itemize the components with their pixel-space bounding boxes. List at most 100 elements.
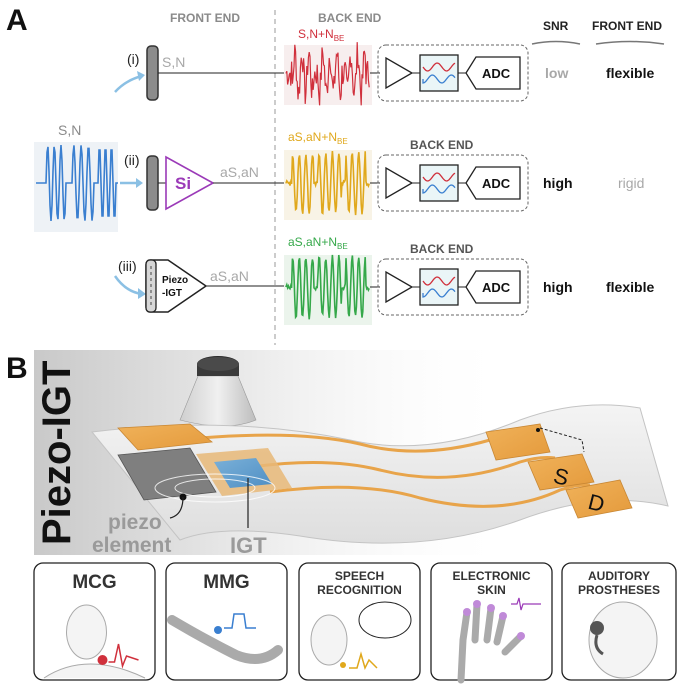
row-iii-snr: high [543,279,573,295]
row-i-signal-sub: BE [334,34,345,43]
filter-wave-red [422,172,456,182]
row-i-frontend: flexible [606,65,654,81]
back-end-frame [377,258,529,316]
card-title-line1: ELECTRONIC [453,569,531,583]
filter-block [419,54,459,92]
head-illustration [588,601,658,679]
front-end-column-header: FRONT END [592,19,662,33]
card-frame [165,562,288,681]
speech-trace [349,651,378,671]
row-iii-index: (iii) [118,258,137,274]
back-end-block: BACK END ADC [370,242,529,316]
back-end-amplifier [385,56,414,90]
front-end-header: FRONT END [170,11,240,25]
piezo-element [117,447,217,501]
row-iii-frontend: flexible [606,279,654,295]
panel-a: A FRONT END BACK END SNR FRONT END S,N (… [6,4,665,345]
pad-drain [565,479,633,519]
front-end-header-underline [595,40,665,45]
back-end-frame [377,44,529,102]
row-i-signal-label: S,N+NBE [298,27,344,43]
row-iii-incoming-arrow [113,275,143,296]
row-i-snr: low [545,65,568,81]
filter-block [419,164,459,202]
filter-wave-blue [422,288,456,298]
mcg-trace [108,643,139,669]
row-i: (i) S,N S,N+NBE [114,27,372,106]
fingertip-sensor [487,604,495,612]
panel-b-title: Piezo-IGT [35,361,79,545]
row-ii-front-label: aS,aN [220,164,259,180]
row-ii-snr: high [543,175,573,191]
row-iii-signal-sub: BE [337,242,348,251]
adc-block [465,270,521,304]
pad-gate [485,423,551,461]
piezo-callout-line [169,496,184,519]
adc-block [465,56,521,90]
panel-b-letter: B [6,352,28,385]
sensor-dot [214,626,222,634]
pad-source [527,453,595,491]
row-ii-signal-label: aS,aN+NBE [288,130,348,146]
adc-label: ADC [482,280,511,295]
card-title-line1: AUDITORY [588,569,650,583]
pad-gate-dot [536,428,540,432]
sensor-dot [97,655,108,665]
card-title-line2: SKIN [477,583,506,597]
back-end-label: BACK END [410,242,474,256]
row-iii-signal-waveform [285,254,370,320]
pad-drain-label: D [586,489,607,517]
row-ii-sensor-plate [146,155,159,211]
back-end-header: BACK END [318,11,382,25]
row-i-sensor-plate [146,45,159,101]
row-ii-signal-main: aS,aN+N [288,130,337,144]
piezo-igt-label-line2: -IGT [162,288,182,299]
row-ii-signal-sub: BE [337,137,348,146]
skin-trace [511,597,541,611]
snr-column-header: SNR [543,19,569,33]
row-iii: (iii) Piezo -IGT aS,aN aS,aN+NBE [113,235,372,325]
arm-illustration [167,615,283,664]
card-title-line1: SPEECH [335,569,384,583]
card-title-line1: MMG [203,572,249,593]
back-end-block: BACK END ADC [370,138,529,212]
filter-wave-blue [422,184,456,194]
trace-source [231,456,556,479]
piezo-igt-label-line1: Piezo [162,275,188,286]
back-end-frame [377,154,529,212]
back-end-amplifier [385,166,414,200]
adc-label: ADC [482,176,511,191]
row-ii-signal-waveform [285,150,370,216]
input-signal-label: S,N [58,122,81,138]
face-illustration [310,614,348,666]
input-signal-waveform [36,144,118,222]
panel-a-letter: A [6,4,28,37]
card-title-line2: PROSTHESES [578,583,660,597]
igt-label: IGT [230,533,267,558]
si-amplifier-triangle [165,155,215,211]
filter-wave-blue [422,74,456,84]
fingertip-sensor [473,600,481,608]
acoustic-ring-2 [174,478,256,498]
back-end-label: BACK END [410,138,474,152]
snr-header-underline [531,40,581,45]
row-i-incoming-arrow [114,74,143,93]
adc-block [465,166,521,200]
row-i-signal-waveform [285,42,370,106]
igt-channel [214,458,272,488]
row-i-front-label: S,N [162,54,185,70]
filter-wave-red [422,62,456,72]
sensor-dot [340,662,346,668]
application-card: MCG [33,562,156,681]
input-arrow-ii-head [136,178,143,188]
fingertip-sensor [499,612,507,620]
acoustic-ring-1 [154,473,276,503]
row-iii-incoming-arrow-head [138,288,146,299]
card-title-line2: RECOGNITION [317,583,402,597]
application-card: MMG [165,562,288,681]
